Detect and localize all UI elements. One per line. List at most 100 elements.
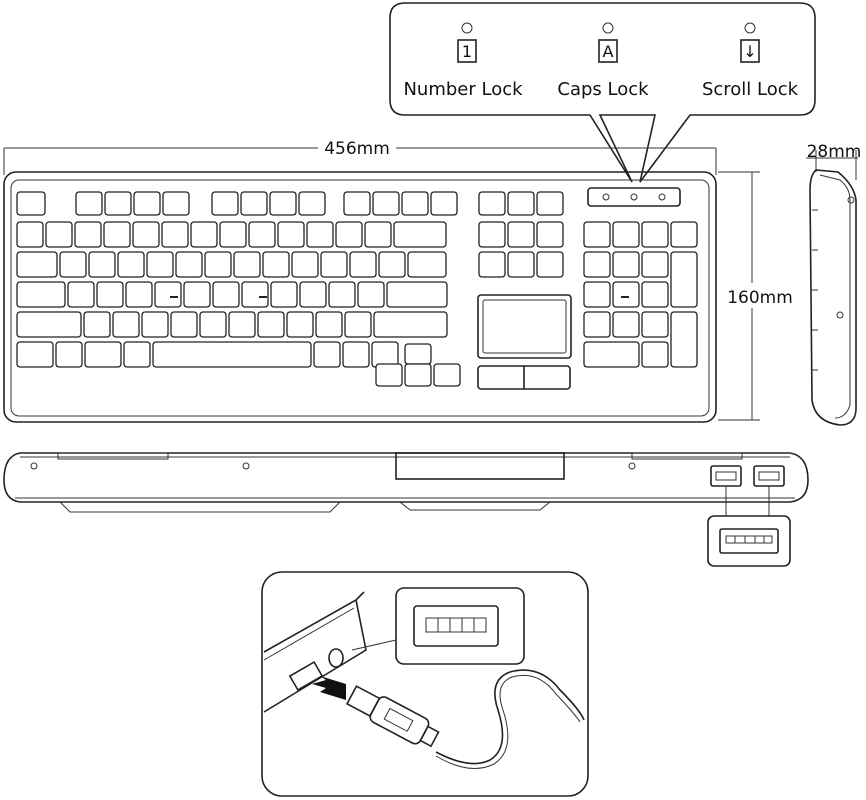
keyboard-key [613,222,639,247]
keyboard-key [307,222,333,247]
indicator-led-strip [588,188,680,206]
keyboard-key [234,252,260,277]
keyboard-key [278,222,304,247]
keyboard-key [104,222,130,247]
keyboard-top-view [4,172,716,422]
keyboard-key [479,222,505,247]
keyboard-key [584,222,610,247]
number-lock-label: Number Lock [403,79,523,100]
keyboard-key [287,312,313,337]
keyboard-key [613,312,639,337]
keyboard-key [642,282,668,307]
caps-lock-led [603,23,613,33]
keyboard-key [213,282,239,307]
keyboard-key [402,192,428,215]
keyboard-key [321,252,347,277]
keyboard-key [408,252,446,277]
keyboard-key [336,222,362,247]
keyboard-key [17,342,53,367]
keyboard-key [134,192,160,215]
keyboard-key [17,252,57,277]
svg-text:1: 1 [462,42,472,61]
keyboard-key [508,192,534,215]
keyboard-key [84,312,110,337]
keyboard-key [176,252,202,277]
caps-lock-label: Caps Lock [557,79,649,100]
keyboard-key [68,282,94,307]
keyboard-key [75,222,101,247]
keyboard-key [299,192,325,215]
keyboard-key [642,342,668,367]
keyboard-key [162,222,188,247]
keyboard-key [229,312,255,337]
keyboard-key [17,222,43,247]
keyboard-key [479,192,505,215]
usb-plug [345,683,441,752]
keyboard-key [613,282,639,307]
keyboard-key [329,282,355,307]
keyboard-key [373,192,399,215]
keyboard-key [292,252,318,277]
keyboard-key [376,364,402,386]
keyboard-key [671,252,697,307]
keyboard-key [142,312,168,337]
keyboard-key [671,222,697,247]
keyboard-key [613,252,639,277]
scroll-lock-led [745,23,755,33]
width-label: 456mm [324,139,390,159]
depth-label: 28mm [807,142,862,162]
keyboard-key [379,252,405,277]
keyboard-key [372,342,398,367]
keyboard-key [97,282,123,307]
keyboard-key [153,342,311,367]
keyboard-key [343,342,369,367]
keyboard-key [584,342,639,367]
scroll-lock-icon: ↓ [741,40,759,62]
keyboard-key [431,192,457,215]
keyboard-key [584,252,610,277]
keyboard-key [17,282,65,307]
keyboard-key [205,252,231,277]
keyboard-key [242,282,268,307]
scroll-lock-label: Scroll Lock [702,79,799,100]
keyboard-key [405,344,431,364]
keyboard-key [163,192,189,215]
keyboard-key [387,282,447,307]
caps-lock-icon: A [599,40,617,62]
keyboard-key [17,192,45,215]
keyboard-key [85,342,121,367]
keyboard-key [56,342,82,367]
keyboard-key [314,342,340,367]
keyboard-key [537,192,563,215]
keyboard-key [537,222,563,247]
keyboard-key [258,312,284,337]
keyboard-key [405,364,431,386]
keyboard-key [249,222,275,247]
keyboard-key [76,192,102,215]
keyboard-side-view [810,170,856,425]
keyboard-key [270,192,296,215]
depth-dimension: 28mm [806,142,861,180]
keyboard-key [537,252,563,277]
keyboard-key [147,252,173,277]
port-zoom-inset [396,588,524,664]
installation-panel [262,572,588,796]
indicator-callout: 1 A ↓ Number Lock Caps Lock Scroll Lock [390,3,815,182]
keyboard-key [300,282,326,307]
keyboard-key [642,222,668,247]
height-dimension: 160mm [718,172,793,420]
keyboard-key [584,312,610,337]
keyboard-key [394,222,446,247]
svg-text:A: A [603,42,614,61]
keyboard-key [374,312,447,337]
keyboard-key [191,222,217,247]
keyboard-key [365,222,391,247]
keyboard-key [220,222,246,247]
keyboard-key [345,312,371,337]
keyboard-key [642,312,668,337]
keyboard-key [155,282,181,307]
number-lock-icon: 1 [458,40,476,62]
keyboard-key [241,192,267,215]
computer-usb-port [290,662,322,690]
usb-cable [436,670,584,763]
